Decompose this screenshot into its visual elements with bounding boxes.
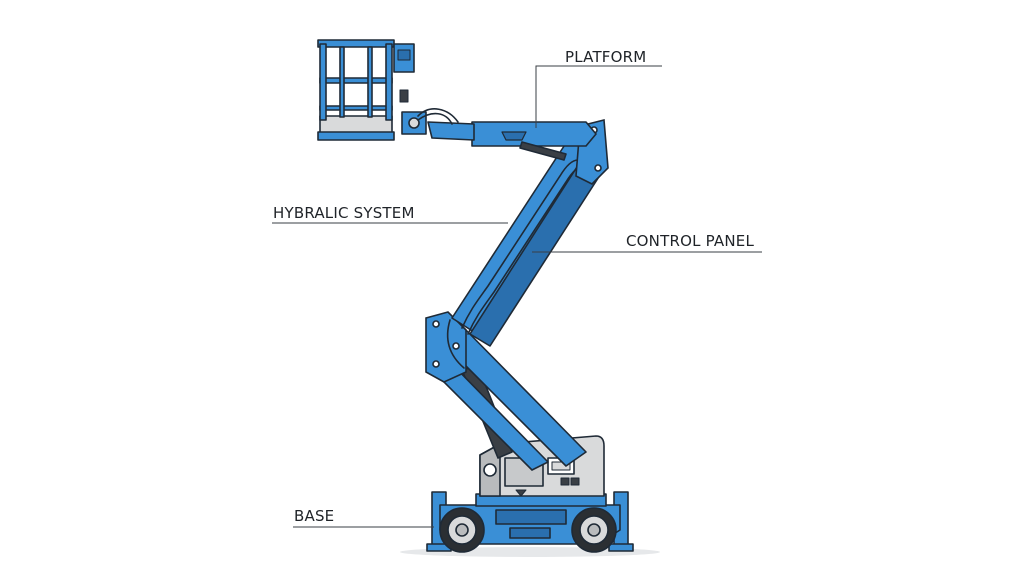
callout-hydraulic-system: HYBRALIC SYSTEM bbox=[272, 204, 508, 224]
platform-basket bbox=[317, 39, 415, 141]
callout-control-panel: CONTROL PANEL bbox=[532, 232, 762, 253]
wheel-right bbox=[571, 507, 617, 553]
wheel-left bbox=[439, 507, 485, 553]
lower-boom bbox=[429, 325, 587, 471]
callout-base: BASE bbox=[293, 507, 434, 528]
callout-control-panel-label: CONTROL PANEL bbox=[626, 232, 754, 250]
callout-platform: PLATFORM bbox=[535, 48, 662, 128]
jib-arm bbox=[401, 111, 597, 161]
callout-base-label: BASE bbox=[294, 507, 334, 525]
callout-platform-label: PLATFORM bbox=[565, 48, 646, 66]
callout-platform-line bbox=[535, 65, 662, 128]
lower-knuckle bbox=[425, 311, 467, 383]
callout-hydraulic-label: HYBRALIC SYSTEM bbox=[273, 204, 415, 222]
platform-hoses bbox=[417, 108, 459, 125]
